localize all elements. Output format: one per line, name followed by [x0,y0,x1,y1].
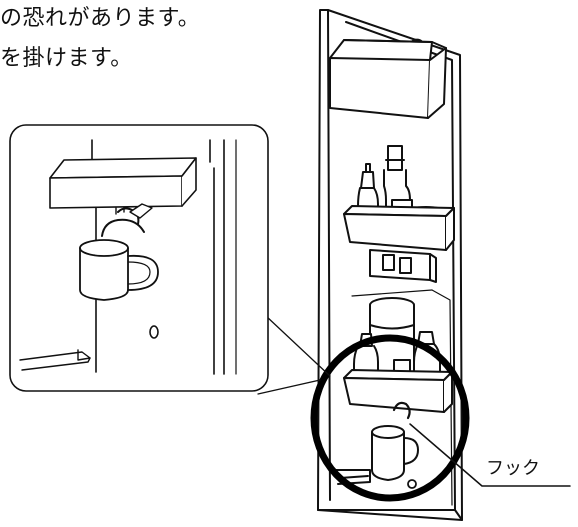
caption-line-2: を掛けます。 [0,46,133,71]
bottom-hinge [335,469,371,485]
caption-line-1: の恐れがあります。 [0,6,201,31]
highlight-circle [310,334,470,502]
inset-leader-upper [265,315,331,377]
top-box [329,39,447,119]
inset-leader-lower [257,379,321,395]
hook-leader-line [409,423,571,487]
mug-on-door [371,401,419,489]
middle-shelf [343,145,455,283]
inset-panel [9,124,269,392]
lower-shelf [343,297,453,413]
hook-label: フック [486,458,540,479]
